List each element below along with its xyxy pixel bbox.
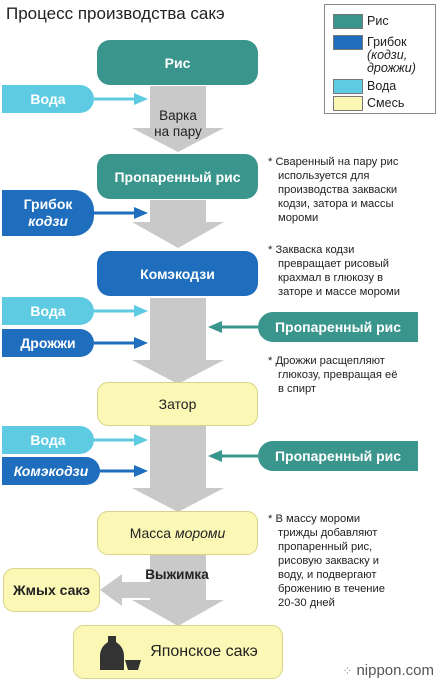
input-water-3: Вода bbox=[2, 426, 94, 454]
step-steamed-rice: Пропаренный рис bbox=[97, 154, 258, 199]
page-title: Процесс производства сакэ bbox=[6, 4, 225, 23]
input-komekoji: Комэкодзи bbox=[2, 457, 100, 485]
legend-label-fungus: Грибок (кодзи, дрожжи) bbox=[367, 35, 416, 75]
byproduct-sake-lees: Жмых сакэ bbox=[3, 568, 100, 612]
legend-swatch-fungus bbox=[333, 35, 363, 50]
input-steamed-rice-1: Пропаренный рис bbox=[258, 312, 418, 342]
side-arrow-press bbox=[100, 574, 150, 606]
down-arrow-4 bbox=[132, 426, 224, 512]
step-rice: Рис bbox=[97, 40, 258, 85]
legend-label-water: Вода bbox=[367, 79, 397, 93]
legend-label-rice: Рис bbox=[367, 14, 389, 28]
logo-dots-icon: ⁘ bbox=[342, 663, 353, 678]
step-moromi: Масса мороми bbox=[97, 511, 258, 555]
pressing-label: Выжимка bbox=[145, 567, 209, 582]
legend: Рис Грибок (кодзи, дрожжи) Вода Смесь bbox=[324, 4, 436, 114]
input-water-2: Вода bbox=[2, 297, 94, 325]
step-komekoji: Комэкодзи bbox=[97, 251, 258, 296]
step-mash: Затор bbox=[97, 382, 258, 426]
legend-swatch-mix bbox=[333, 96, 363, 111]
down-arrow-1 bbox=[132, 86, 224, 152]
input-yeast: Дрожжи bbox=[2, 329, 94, 357]
down-arrow-5 bbox=[132, 546, 224, 626]
step-sake: Японское сакэ bbox=[73, 625, 283, 679]
legend-swatch-water bbox=[333, 79, 363, 94]
input-steamed-rice-2: Пропаренный рис bbox=[258, 441, 418, 471]
sake-bottle-icon bbox=[100, 636, 142, 670]
legend-label-mix: Смесь bbox=[367, 96, 405, 110]
down-arrow-2 bbox=[132, 200, 224, 248]
down-arrow-3 bbox=[132, 298, 224, 384]
legend-swatch-rice bbox=[333, 14, 363, 29]
nippon-logo: ⁘ nippon.com bbox=[342, 662, 434, 679]
input-water-1: Вода bbox=[2, 85, 94, 113]
